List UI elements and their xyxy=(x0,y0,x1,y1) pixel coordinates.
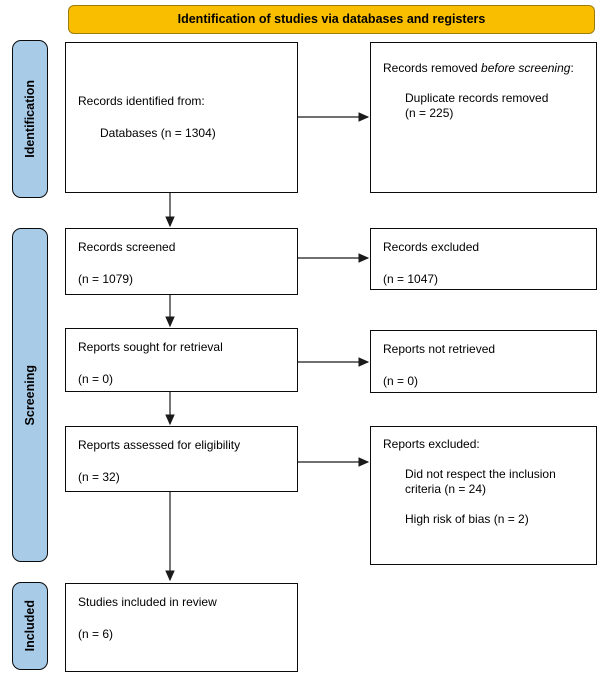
banner-databases-registers: Identification of studies via databases … xyxy=(68,5,595,34)
stage-label-screening: Screening xyxy=(22,364,37,426)
stage-bar-identification: Identification xyxy=(12,40,48,198)
box-records-identified: Records identified from: Databases (n = … xyxy=(65,42,298,193)
reports-excluded-title: Reports excluded: xyxy=(383,437,480,451)
reports-not-retrieved-title: Reports not retrieved xyxy=(383,342,496,356)
box-reports-not-retrieved: Reports not retrieved (n = 0) xyxy=(370,330,597,393)
reports-excluded-reason-2: High risk of bias (n = 2) xyxy=(405,512,529,526)
box-reports-sought: Reports sought for retrieval (n = 0) xyxy=(65,328,298,392)
records-screened-count: (n = 1079) xyxy=(78,272,134,286)
box-studies-included: Studies included in review (n = 6) xyxy=(65,583,298,672)
box-records-excluded: Records excluded (n = 1047) xyxy=(370,228,597,290)
box-reports-excluded: Reports excluded: Did not respect the in… xyxy=(370,426,597,565)
box-reports-assessed: Reports assessed for eligibility (n = 32… xyxy=(65,426,298,492)
reports-assessed-title: Reports assessed for eligibility xyxy=(78,438,241,452)
reports-sought-title: Reports sought for retrieval xyxy=(78,340,223,354)
records-removed-title: Records removed before screening: xyxy=(383,61,586,76)
reports-assessed-count: (n = 32) xyxy=(78,470,120,484)
banner-label: Identification of studies via databases … xyxy=(177,12,486,26)
stage-label-included: Included xyxy=(22,600,37,652)
records-identified-title: Records identified from: xyxy=(78,94,205,108)
stage-bar-screening: Screening xyxy=(12,228,48,562)
records-removed-detail: Duplicate records removed (n = 225) xyxy=(405,91,549,120)
studies-included-title: Studies included in review xyxy=(78,595,217,609)
stage-label-identification: Identification xyxy=(22,80,37,158)
records-removed-title-post: : xyxy=(570,61,574,75)
reports-excluded-reason-1: Did not respect the inclusion criteria (… xyxy=(405,467,556,496)
records-excluded-title: Records excluded xyxy=(383,240,480,254)
studies-included-count: (n = 6) xyxy=(78,627,114,641)
box-records-screened: Records screened (n = 1079) xyxy=(65,228,298,295)
reports-not-retrieved-count: (n = 0) xyxy=(383,374,419,388)
stage-bar-included: Included xyxy=(12,582,48,670)
records-removed-title-pre: Records removed xyxy=(383,61,482,75)
records-screened-title: Records screened xyxy=(78,240,176,254)
box-records-removed: Records removed before screening: Duplic… xyxy=(370,42,597,193)
records-removed-title-italic: before screening xyxy=(481,61,571,75)
reports-sought-count: (n = 0) xyxy=(78,372,114,386)
records-identified-detail: Databases (n = 1304) xyxy=(100,126,216,140)
records-excluded-count: (n = 1047) xyxy=(383,272,439,286)
